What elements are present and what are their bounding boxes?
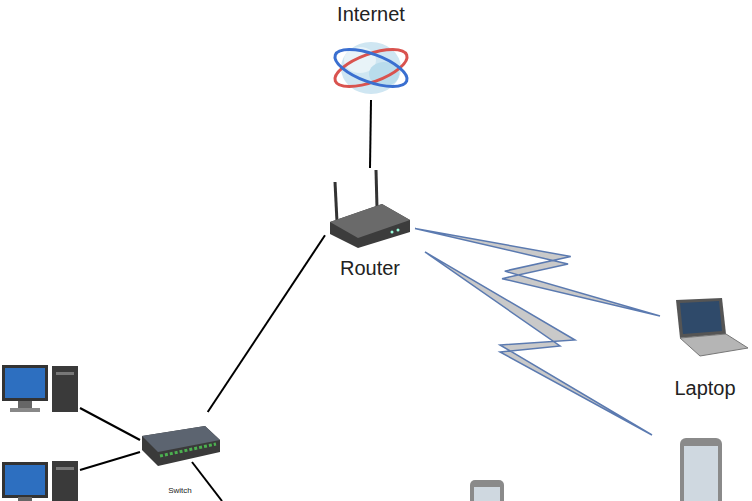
node-label: Switch xyxy=(138,486,222,496)
wireless-link xyxy=(415,228,660,316)
switch-node: Switch xyxy=(138,412,222,500)
node-label: Router xyxy=(325,256,415,280)
switch-icon xyxy=(142,426,220,466)
phone-icon xyxy=(470,438,722,501)
router-node: Router xyxy=(325,168,415,282)
internet-cloud-icon xyxy=(331,42,412,94)
laptop-node: Laptop xyxy=(660,295,750,400)
node-label: Internet xyxy=(330,2,412,26)
wireless-link xyxy=(425,252,652,435)
cable-link xyxy=(370,100,371,168)
cable-link xyxy=(208,235,325,412)
switch-wire xyxy=(80,408,222,501)
internet-node: Internet xyxy=(330,0,412,100)
desktop-icon xyxy=(2,365,78,501)
router-icon xyxy=(330,170,410,248)
node-label: Laptop xyxy=(660,376,750,400)
laptop-icon xyxy=(676,298,748,356)
